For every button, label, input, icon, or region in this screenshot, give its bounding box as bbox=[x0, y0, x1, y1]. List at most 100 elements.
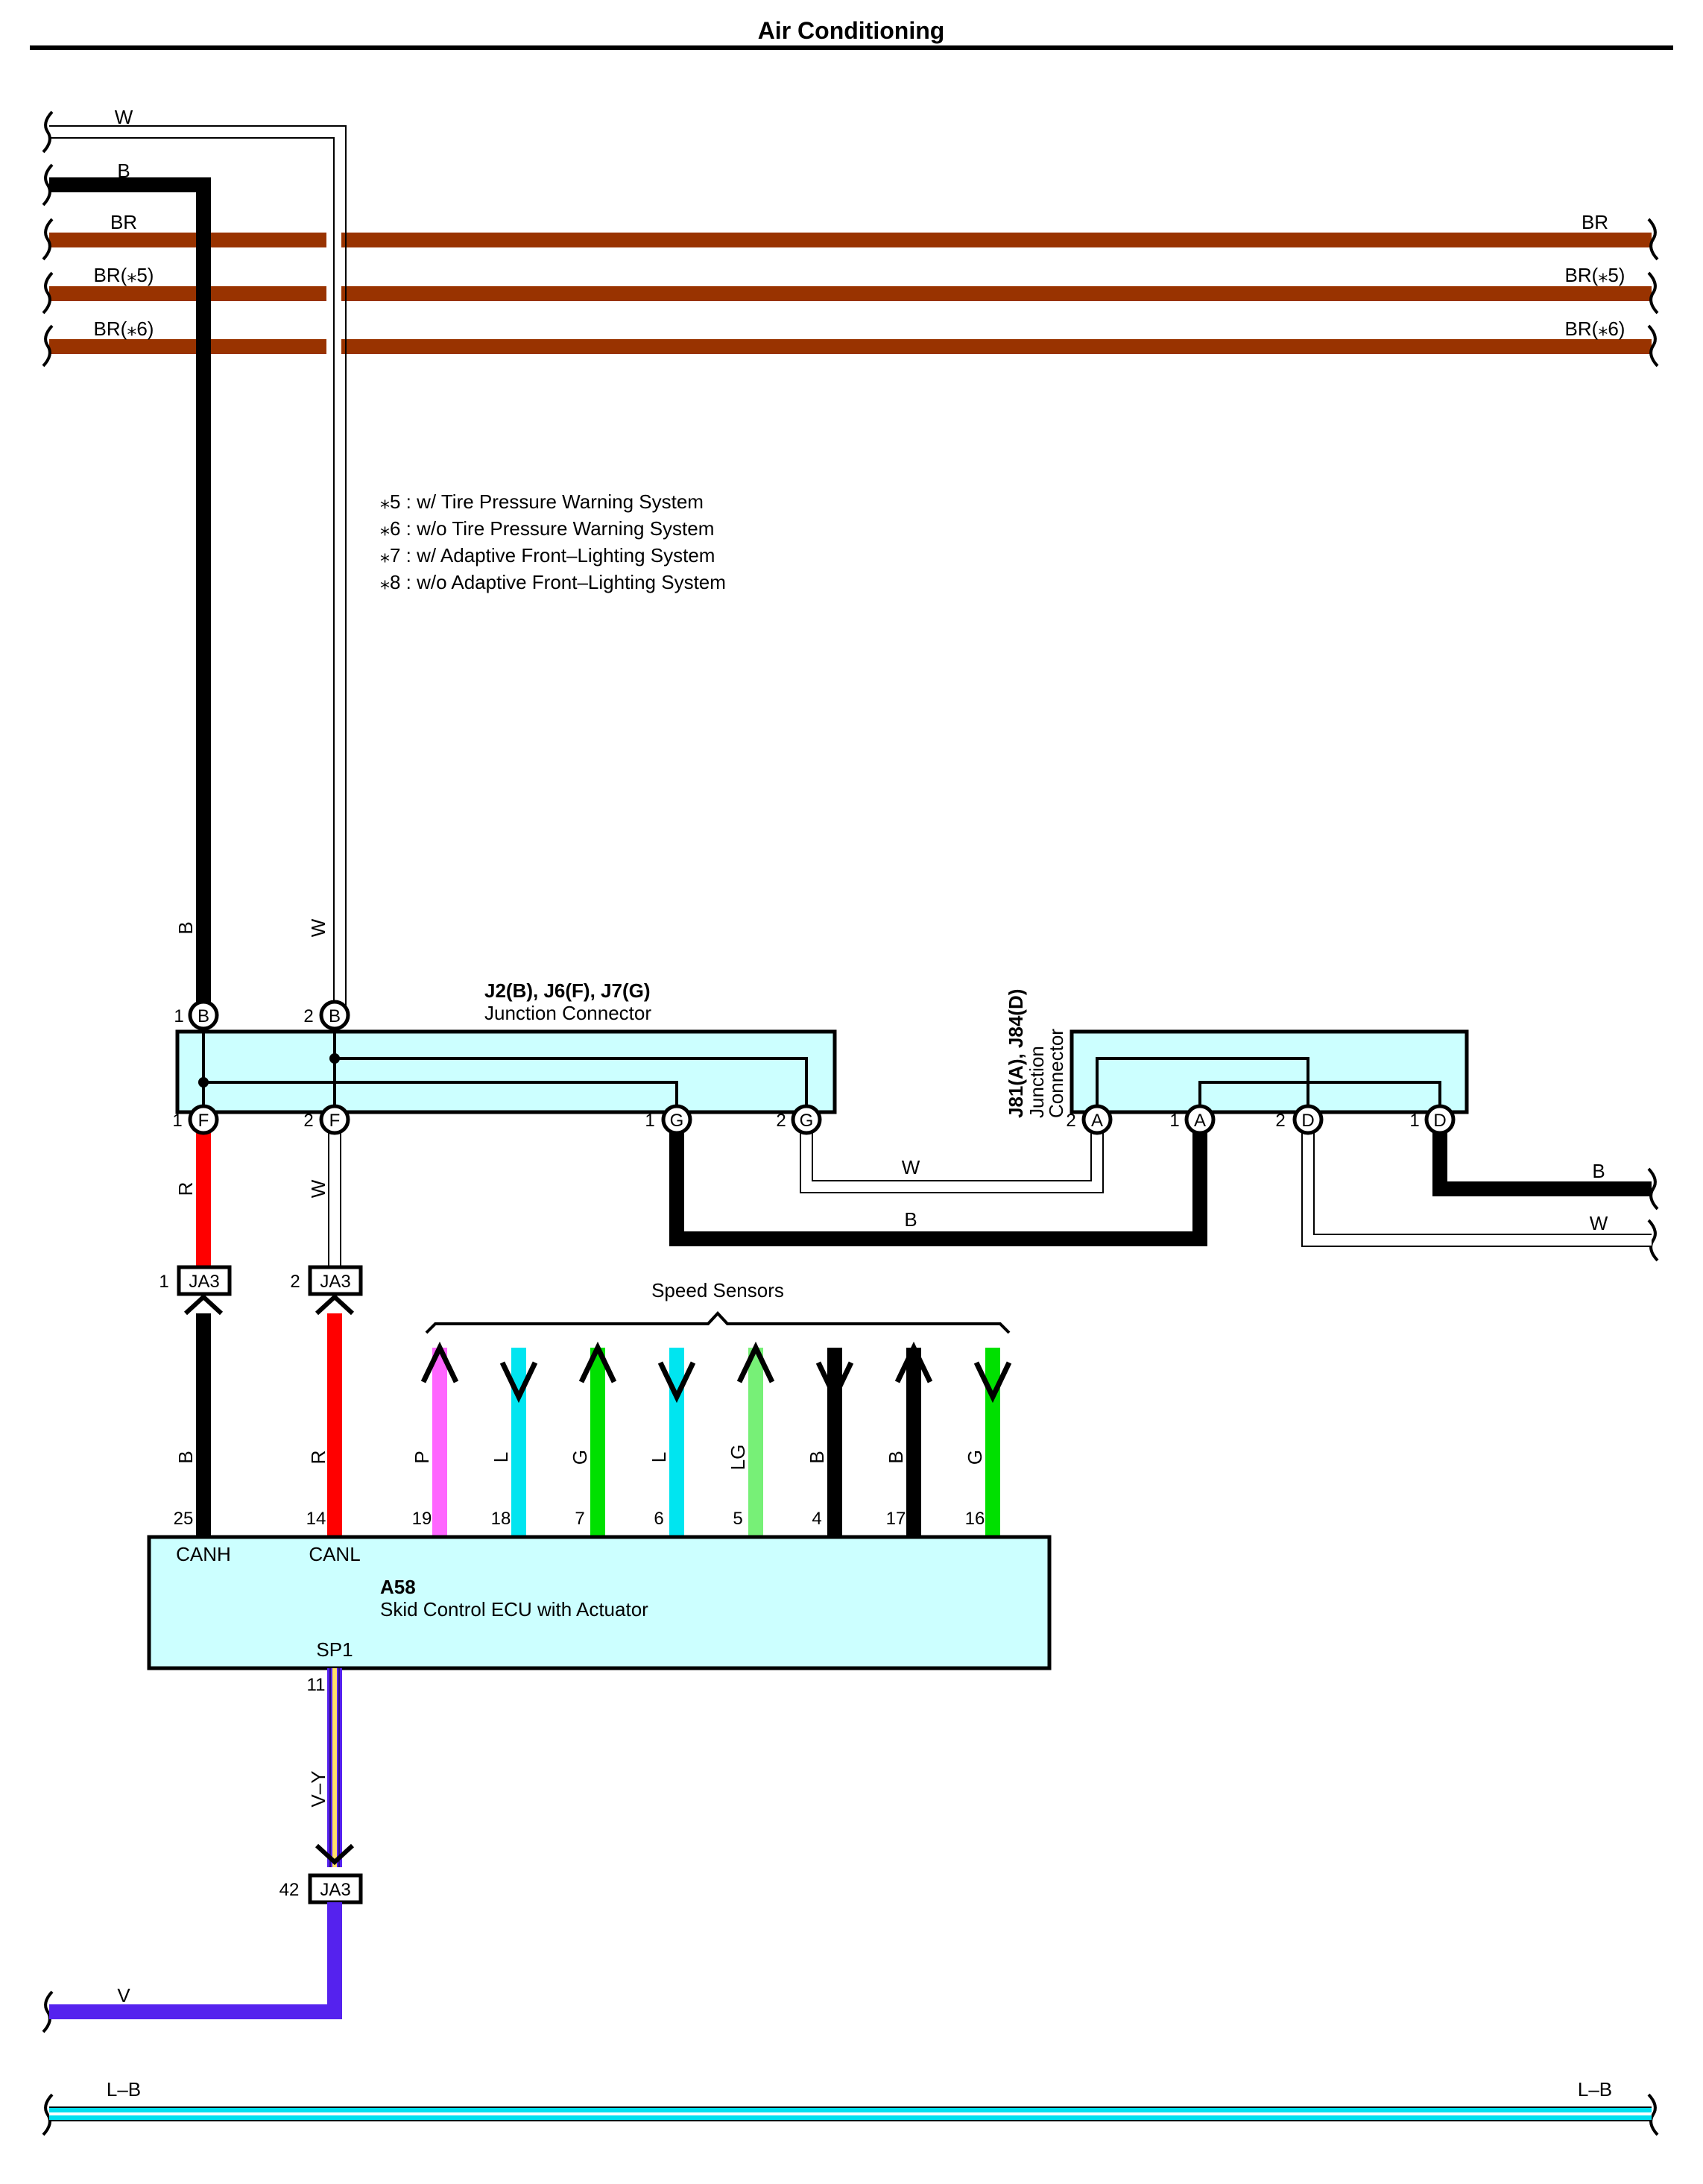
wire-can-r-chevron bbox=[315, 1293, 355, 1316]
junction1-pin-bottom-1-letter: F bbox=[198, 1111, 209, 1131]
ja3-connector-1-pin: 1 bbox=[159, 1272, 168, 1292]
sensor-wire-color-3: G bbox=[569, 1450, 591, 1465]
sensor-wire-arrow-8 bbox=[973, 1361, 1012, 1404]
junction1-pin-top-2-letter: B bbox=[329, 1006, 341, 1026]
wire-w-jg bbox=[800, 1124, 1104, 1193]
junction1-pin-bottom-4-num: 2 bbox=[776, 1111, 786, 1131]
wire-label-can-b: B bbox=[174, 1451, 197, 1463]
junction1-desc: Junction Connector bbox=[484, 1002, 651, 1024]
wire-b-right bbox=[1432, 1124, 1652, 1196]
wire-label-br6-left: BR(⁎6) bbox=[94, 318, 154, 340]
break-marks-left bbox=[42, 110, 54, 2136]
wire-label-lb-left: L–B bbox=[107, 2078, 141, 2101]
wire-label-b-jg: B bbox=[904, 1208, 917, 1231]
wire-label-w-right: W bbox=[1590, 1212, 1608, 1234]
wire-w-top bbox=[49, 125, 347, 1015]
junction1-pin-bottom-3-letter: G bbox=[670, 1111, 684, 1131]
sensor-wire-color-1: P bbox=[411, 1451, 433, 1463]
ecu-desc: Skid Control ECU with Actuator bbox=[380, 1598, 648, 1620]
sensor-wire-arrow-3 bbox=[578, 1341, 617, 1383]
junction2-desc1: Junction bbox=[1026, 1046, 1048, 1118]
junction1-pin-top-2: B 2 bbox=[303, 1000, 350, 1031]
wire-label-w-jg: W bbox=[902, 1156, 920, 1178]
junction1-traces bbox=[202, 1032, 808, 1112]
junction2-pin-4-num: 1 bbox=[1409, 1111, 1419, 1131]
wire-br5 bbox=[49, 286, 1652, 301]
junction1-pin-bottom-2-num: 2 bbox=[303, 1111, 313, 1131]
junction1-node-1 bbox=[198, 1077, 209, 1088]
speed-sensors-brace bbox=[425, 1311, 1011, 1334]
wire-label-r-vert: R bbox=[174, 1182, 197, 1196]
wire-v-y-chevron bbox=[315, 1843, 355, 1866]
junction2-pin-3: D 2 bbox=[1275, 1104, 1324, 1135]
sensor-wire-arrow-4 bbox=[657, 1361, 696, 1404]
junction2-desc2: Connector bbox=[1045, 1029, 1067, 1118]
sensor-wire-pin-6: 4 bbox=[812, 1509, 821, 1529]
sensor-wire-color-5: LG bbox=[727, 1445, 749, 1471]
ja3-connector-1: JA3 1 bbox=[159, 1265, 232, 1296]
note-8: ⁎8 : w/o Adaptive Front–Lighting System bbox=[380, 571, 726, 593]
sensor-wire-arrow-1 bbox=[420, 1341, 459, 1383]
junction2-pin-3-num: 2 bbox=[1275, 1111, 1285, 1131]
sensor-wire-color-7: B bbox=[885, 1451, 907, 1463]
junction2-box bbox=[1069, 1029, 1469, 1114]
ja3-connector-3-pin: 42 bbox=[279, 1880, 300, 1900]
ja3-connector-3-name: JA3 bbox=[320, 1880, 350, 1900]
junction2-pin-4-letter: D bbox=[1433, 1111, 1446, 1131]
junction1-pin-bottom-4: G 2 bbox=[776, 1104, 822, 1135]
sensor-wire-pin-7: 17 bbox=[886, 1509, 906, 1529]
junction2-pin-4: D 1 bbox=[1409, 1104, 1456, 1135]
ja3-connector-3: JA3 42 bbox=[279, 1873, 363, 1904]
wire-lb bbox=[49, 2106, 1652, 2121]
junction2-pin-1-num: 2 bbox=[1066, 1111, 1075, 1131]
wire-b-jg bbox=[669, 1124, 1207, 1246]
sensor-wire-arrow-7 bbox=[894, 1341, 933, 1383]
pin-can-b: 25 bbox=[174, 1509, 194, 1529]
wire-label-br5-left: BR(⁎5) bbox=[94, 264, 154, 286]
wire-label-br-left: BR bbox=[110, 211, 137, 233]
speed-sensor-wires: P19FL+L18FL–G7FR+L6FR–LG5RL+B4RL–B17RR+G… bbox=[411, 1341, 1013, 1565]
sensor-wire-pin-3: 7 bbox=[575, 1509, 584, 1529]
junction1-pin-bottom-1: F 1 bbox=[172, 1104, 219, 1135]
junction2-pin-2-letter: A bbox=[1194, 1111, 1206, 1131]
wire-label-b-vert: B bbox=[174, 921, 197, 934]
wire-label-br-right: BR bbox=[1582, 211, 1608, 233]
junction1-pin-bottom-3-num: 1 bbox=[645, 1111, 654, 1131]
junction1-box bbox=[175, 1029, 837, 1114]
junction2-name: J81(A), J84(D) bbox=[1005, 989, 1027, 1118]
wire-label-w-vert2: W bbox=[307, 1179, 329, 1198]
ja3-connector-2-name: JA3 bbox=[320, 1272, 350, 1292]
ecu-term-sp1: SP1 bbox=[316, 1638, 353, 1661]
wire-br bbox=[49, 233, 1652, 247]
wire-b-top bbox=[49, 177, 211, 1015]
note-6: ⁎6 : w/o Tire Pressure Warning System bbox=[380, 517, 714, 540]
sensor-wire-color-2: L bbox=[490, 1452, 512, 1462]
ecu-term-canh: CANH bbox=[176, 1543, 231, 1565]
junction2-pin-1-letter: A bbox=[1091, 1111, 1103, 1131]
junction1-pin-bottom-4-letter: G bbox=[800, 1111, 814, 1131]
ecu-name: A58 bbox=[380, 1576, 416, 1598]
sensor-wire-pin-2: 18 bbox=[491, 1509, 511, 1529]
pin-sp1: 11 bbox=[307, 1675, 326, 1695]
sensor-wire-color-6: B bbox=[806, 1451, 828, 1463]
sensor-wire-color-8: G bbox=[964, 1450, 986, 1465]
junction2-pin-1: A 2 bbox=[1066, 1104, 1113, 1135]
ja3-connector-1-name: JA3 bbox=[189, 1272, 219, 1292]
speed-sensors-label: Speed Sensors bbox=[651, 1279, 784, 1301]
sensor-wire-arrow-2 bbox=[499, 1361, 538, 1404]
junction1-pin-top-2-num: 2 bbox=[303, 1006, 313, 1026]
junction1-pin-bottom-2: F 2 bbox=[303, 1104, 350, 1135]
junction1-pin-top-1-num: 1 bbox=[174, 1006, 183, 1026]
ja3-connector-2: JA3 2 bbox=[290, 1265, 363, 1296]
junction1-pin-bottom-2-letter: F bbox=[329, 1111, 341, 1131]
sensor-wire-color-4: L bbox=[648, 1452, 670, 1462]
wire-w-right bbox=[1301, 1124, 1652, 1247]
junction2-pin-2-num: 1 bbox=[1169, 1111, 1179, 1131]
junction1-name: J2(B), J6(F), J7(G) bbox=[484, 979, 651, 1002]
wire-label-br6-right: BR(⁎6) bbox=[1565, 318, 1625, 340]
ja3-connector-2-pin: 2 bbox=[290, 1272, 300, 1292]
wire-v bbox=[49, 1902, 342, 2019]
sensor-wire-pin-5: 5 bbox=[733, 1509, 742, 1529]
wire-label-br5-right: BR(⁎5) bbox=[1565, 264, 1625, 286]
